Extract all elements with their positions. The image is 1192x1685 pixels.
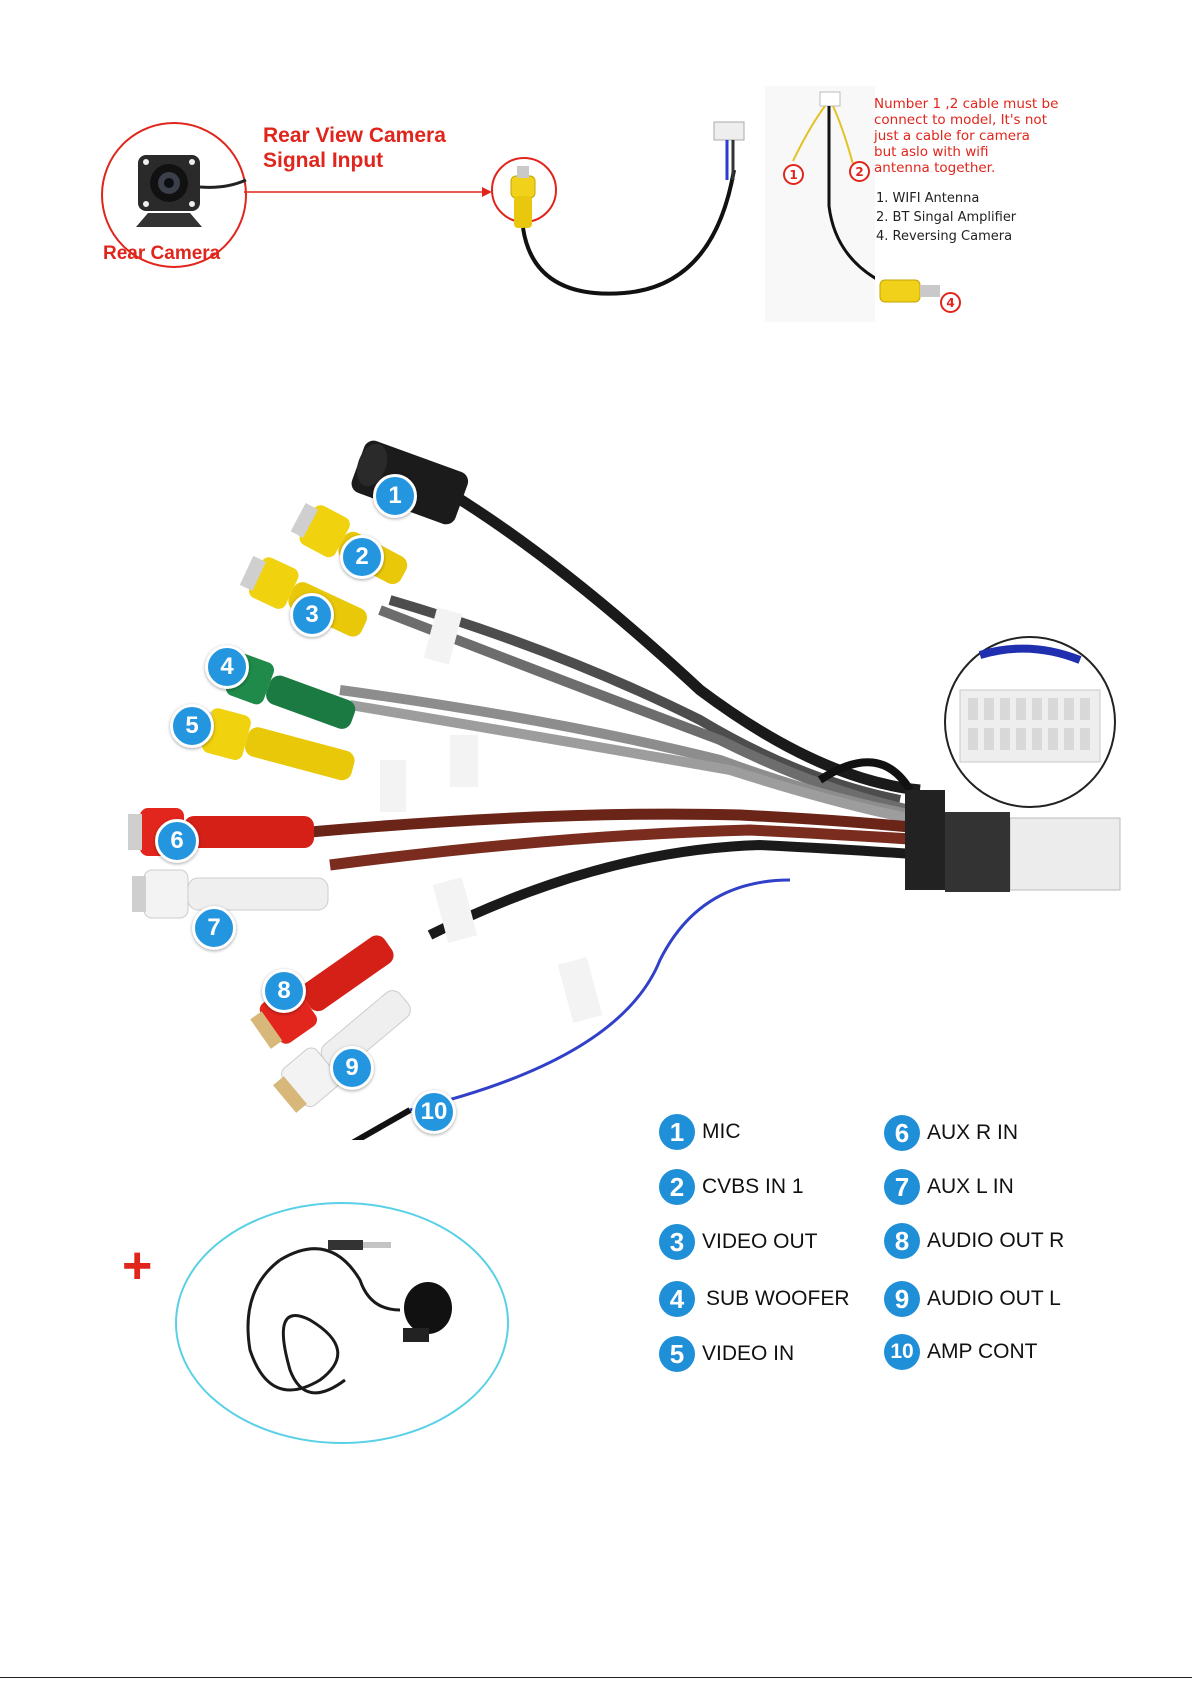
wire-number-4: 4: [940, 292, 961, 313]
cable-function-list: 1. WIFI Antenna 2. BT Singal Amplifier 4…: [876, 189, 1016, 246]
legend-label: VIDEO OUT: [702, 1230, 818, 1253]
legend-label: VIDEO IN: [702, 1342, 795, 1365]
harness-badge-3: 3: [290, 593, 334, 637]
rear-camera-label: Rear Camera: [103, 243, 221, 264]
note-line: Number 1 ,2 cable must be: [874, 96, 1059, 112]
harness-badge-8: 8: [262, 969, 306, 1013]
rear-camera-illustration: [101, 122, 247, 268]
legend-item-6: 6 AUX R IN: [884, 1115, 1018, 1151]
note-line: but aslo with wifi: [874, 144, 989, 160]
legend-item-8: 8 AUDIO OUT R: [884, 1223, 1064, 1259]
microphone-illustration: [175, 1202, 509, 1444]
legend-badge: 5: [659, 1336, 695, 1372]
legend-badge: 2: [659, 1169, 695, 1205]
harness-badge-1: 1: [373, 474, 417, 518]
harness-badge-9: 9: [330, 1046, 374, 1090]
legend-label: AUX R IN: [927, 1121, 1019, 1144]
wire-number-2: 2: [849, 161, 870, 182]
legend-label: CVBS IN 1: [702, 1175, 804, 1198]
harness-badge-10: 10: [412, 1090, 456, 1134]
signal-title-line1: Rear View Camera: [263, 124, 446, 147]
list-item: 2. BT Singal Amplifier: [876, 210, 1017, 225]
legend-item-7: 7 AUX L IN: [884, 1169, 1014, 1205]
legend-badge: 9: [884, 1281, 920, 1317]
signal-input-title: Rear View Camera Signal Input: [263, 123, 446, 173]
harness-badge-6: 6: [155, 819, 199, 863]
legend-item-9: 9 AUDIO OUT L: [884, 1281, 1061, 1317]
legend-badge: 6: [884, 1115, 920, 1151]
legend-item-5: 5 VIDEO IN: [659, 1336, 794, 1372]
harness-badge-7: 7: [192, 906, 236, 950]
legend-item-2: 2 CVBS IN 1: [659, 1169, 804, 1205]
note-line: antenna together.: [874, 160, 996, 176]
reversing-plug-illustration: [879, 279, 940, 303]
legend-item-10: 10 AMP CONT: [884, 1334, 1037, 1370]
cable-note: Number 1 ,2 cable must be connect to mod…: [874, 96, 1058, 176]
legend-label: AUDIO OUT L: [927, 1287, 1061, 1310]
legend-label: SUB WOOFER: [706, 1287, 850, 1310]
legend-item-1: 1 MIC: [659, 1114, 741, 1150]
harness-illustration: [128, 440, 1121, 1140]
legend-label: AUDIO OUT R: [927, 1229, 1065, 1252]
plus-sign: +: [122, 1237, 153, 1295]
camera-cable-illustration: [491, 121, 745, 296]
legend-label: MIC: [702, 1120, 741, 1143]
legend-label: AMP CONT: [927, 1340, 1038, 1363]
harness-badge-5: 5: [170, 704, 214, 748]
wifi-bt-cable-illustration: [765, 86, 875, 322]
wire-number-1: 1: [783, 164, 804, 185]
harness-badge-4: 4: [205, 645, 249, 689]
legend-badge: 10: [884, 1334, 920, 1370]
legend-item-4: 4 SUB WOOFER: [659, 1281, 850, 1317]
legend-label: AUX L IN: [927, 1175, 1014, 1198]
legend-badge: 3: [659, 1224, 695, 1260]
legend-badge: 8: [884, 1223, 920, 1259]
legend-badge: 4: [659, 1281, 695, 1317]
note-line: just a cable for camera: [874, 128, 1030, 144]
signal-title-line2: Signal Input: [263, 149, 384, 172]
legend-badge: 7: [884, 1169, 920, 1205]
note-line: connect to model, It's not: [874, 112, 1047, 128]
legend-item-3: 3 VIDEO OUT: [659, 1224, 818, 1260]
list-item: 1. WIFI Antenna: [876, 191, 980, 206]
signal-arrow: [244, 187, 492, 197]
harness-badge-2: 2: [340, 535, 384, 579]
legend-badge: 1: [659, 1114, 695, 1150]
footer-divider: [0, 1677, 1192, 1678]
list-item: 4. Reversing Camera: [876, 229, 1013, 244]
